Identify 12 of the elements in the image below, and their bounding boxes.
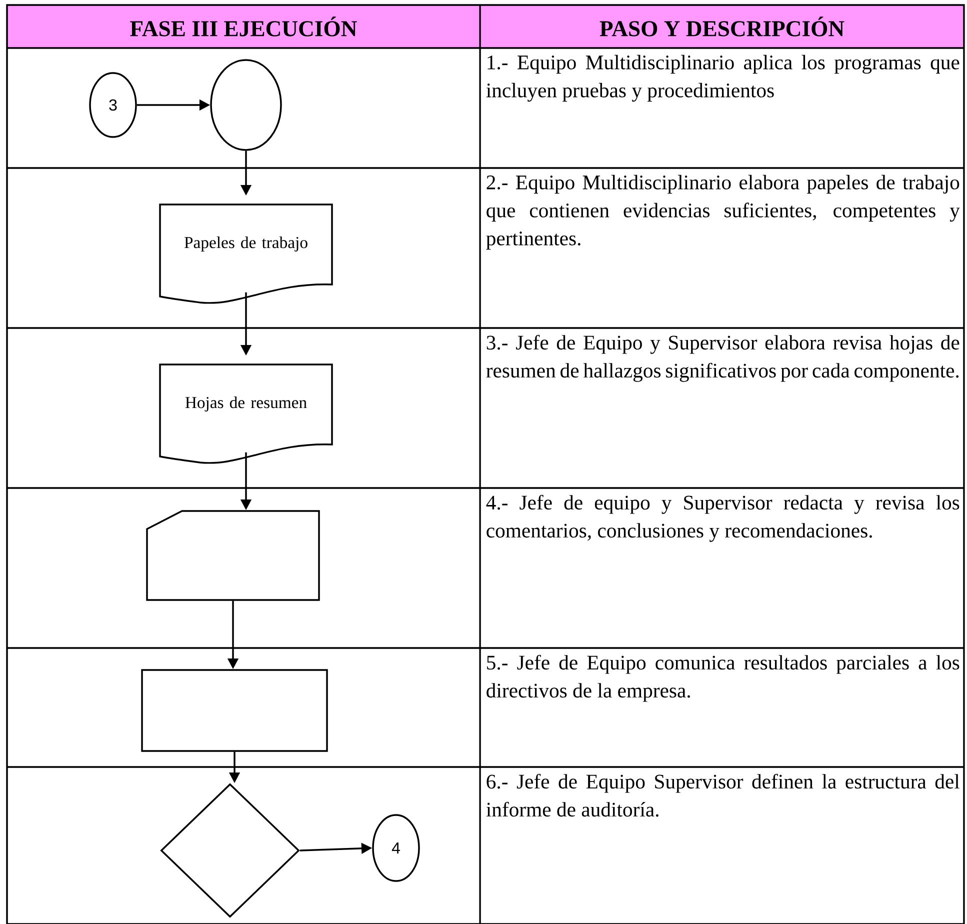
- step-description: 2.- Equipo Multidisciplinario elabora papeles de trabajo que contienen evidencias suficientes, competentes y pertinentes.: [486, 174, 960, 250]
- header-cell: FASE III EJECUCIÓN: [7, 5, 480, 48]
- step-description: 4.- Jefe de equipo y Supervisor redacta y revisa los comentarios, conclusiones y recomendaciones.: [486, 494, 960, 542]
- step-description: 3.- Jefe de Equipo y Supervisor elabora revisa hojas de resumen de hallazgos significativos por cada componente.: [486, 334, 960, 382]
- step-description: 1.- Equipo Multidisciplinario aplica los programas que incluyen pruebas y procedimientos: [486, 54, 960, 102]
- process-circle: [210, 59, 282, 151]
- header-cell: PASO Y DESCRIPCIÓN: [480, 5, 964, 48]
- step-description: 6.- Jefe de Equipo Supervisor definen la estructura del informe de auditoría.: [486, 774, 960, 817]
- process-box: [141, 669, 328, 752]
- card-shape: [146, 510, 320, 601]
- step-description: 5.- Jefe de Equipo comunica resultados parciales a los directivos de la empresa.: [486, 654, 960, 702]
- decision-diamond: [160, 783, 300, 918]
